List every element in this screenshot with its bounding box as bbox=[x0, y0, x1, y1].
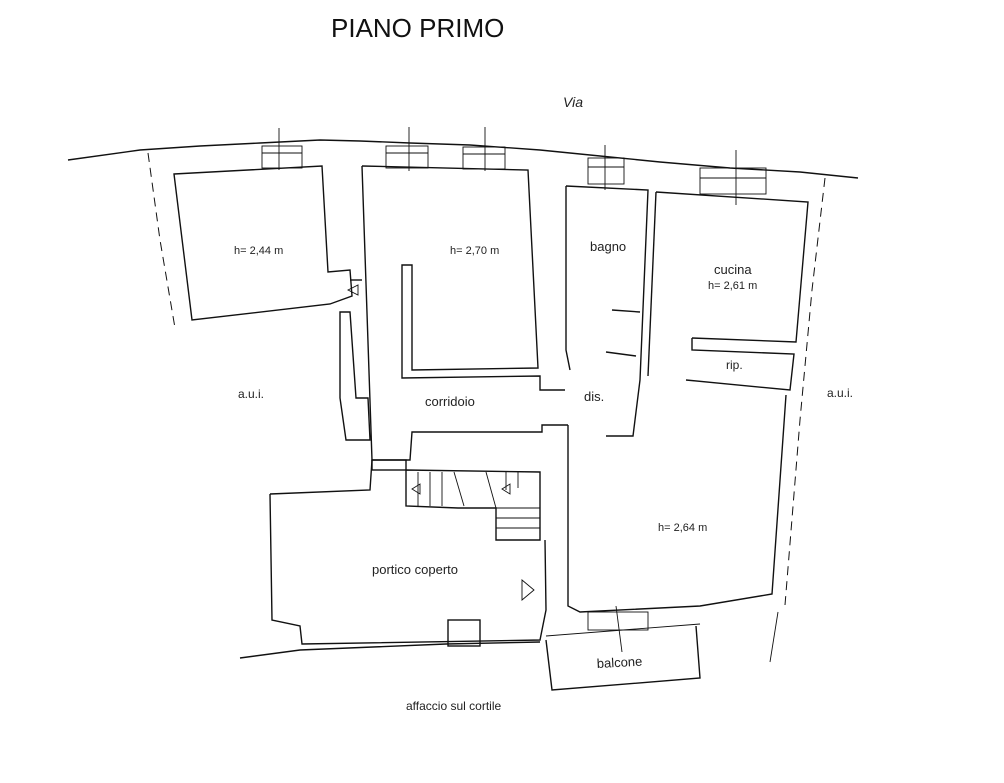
room-bathroom: bagno dis. bbox=[565, 185, 649, 437]
room-kitchen: cucina h= 2,61 m bbox=[647, 191, 809, 377]
courtyard-label: affaccio sul cortile bbox=[406, 699, 501, 713]
neighbor-left-label: a.u.i. bbox=[238, 387, 264, 401]
living-height: h= 2,64 m bbox=[658, 522, 707, 534]
window-marker bbox=[462, 127, 506, 171]
storage-label: rip. bbox=[726, 358, 743, 372]
boundary-line bbox=[769, 611, 779, 663]
bathroom-label: bagno bbox=[590, 239, 626, 254]
street-label: Via bbox=[563, 94, 583, 110]
property-boundaries bbox=[147, 152, 826, 606]
balcony-label: balcone bbox=[596, 654, 642, 671]
window-marker bbox=[587, 145, 625, 190]
window-marker bbox=[261, 128, 303, 170]
street-facade bbox=[67, 139, 859, 179]
window-marker bbox=[385, 127, 429, 171]
room-left-height: h= 2,44 m bbox=[234, 245, 283, 257]
kitchen-height: h= 2,61 m bbox=[708, 280, 757, 292]
room-storage: rip. bbox=[685, 338, 795, 391]
porch-label: portico coperto bbox=[372, 562, 458, 577]
hallway-label: dis. bbox=[584, 389, 604, 404]
corridor: corridoio bbox=[339, 279, 475, 441]
room-left: h= 2,44 m bbox=[173, 165, 353, 321]
kitchen-label: cucina bbox=[714, 262, 752, 277]
window-marker bbox=[699, 150, 767, 205]
facade-windows bbox=[261, 127, 767, 205]
balcony: balcone bbox=[545, 605, 701, 691]
room-living: h= 2,64 m bbox=[567, 394, 787, 613]
stairs bbox=[371, 459, 541, 541]
porch: portico coperto bbox=[239, 459, 547, 659]
neighbor-right-label: a.u.i. bbox=[827, 386, 853, 400]
plan-title: PIANO PRIMO bbox=[331, 13, 504, 43]
corridor-label: corridoio bbox=[425, 394, 475, 409]
room-center-height: h= 2,70 m bbox=[450, 245, 499, 257]
room-center: h= 2,70 m bbox=[361, 165, 568, 461]
